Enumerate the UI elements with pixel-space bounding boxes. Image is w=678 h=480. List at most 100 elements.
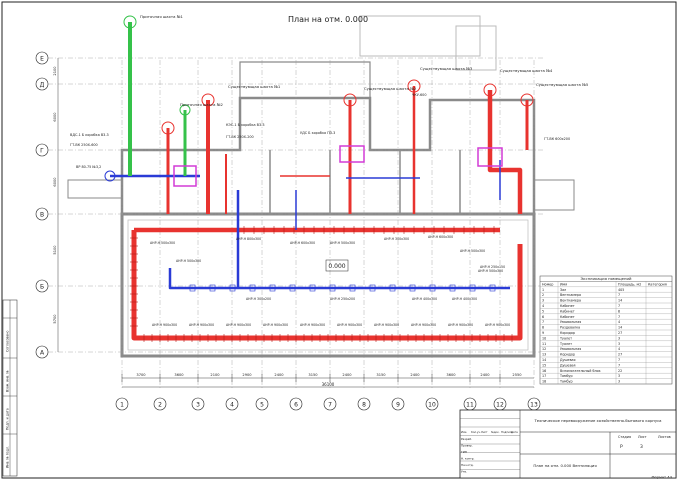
supply-diffuser (489, 284, 496, 292)
rooms-table-cell: 8 (542, 326, 544, 330)
side-stamp-label: Взам. инв. № (6, 370, 10, 392)
rooms-table-cell: 3 (618, 380, 620, 384)
rooms-table-cell: 18 (542, 380, 546, 384)
supply-diffuser (429, 284, 436, 292)
exhaust-shaft-head (161, 121, 175, 135)
rooms-table-cell: 12 (542, 347, 546, 351)
grid-label-column: 12 (496, 402, 504, 409)
title-block-role: ГИП (461, 450, 467, 454)
title-block-role: Нач.отд. (461, 463, 474, 467)
title-block-col-label: Дата (511, 430, 518, 434)
equipment-label: ГТ-ВК 250Х-200 (226, 135, 254, 139)
duct-size-label: АНР-Н 900х300 (263, 323, 288, 327)
exhaust-shaft-head (201, 93, 215, 107)
title-block-col-label: №док. (491, 431, 500, 434)
rooms-table-cell: Тамбур (559, 380, 573, 384)
rooms-table-cell: 14 (618, 299, 622, 303)
supply-diffuser (289, 284, 296, 292)
grid-label-column: 4 (230, 402, 234, 409)
grid-bubble-column (115, 397, 129, 411)
vertical-dimension-text: 6000 (53, 177, 57, 187)
supply-diffuser (349, 284, 356, 292)
stage-header: Лист (638, 435, 647, 439)
supply-diffuser (449, 284, 456, 292)
rooms-table-cell: Зал (560, 288, 566, 292)
rooms-table-header: Категория (648, 282, 667, 286)
duct-size-label: АНР-Н 500х300 (176, 259, 201, 263)
rooms-table-title: Экспликация помещений (581, 276, 632, 281)
grid-label-column: 1 (120, 402, 124, 409)
grid-bubble-column (153, 397, 167, 411)
duct-size-label: АНР-Н 500х300 (460, 249, 485, 253)
vertical-dimension-text: 2100 (53, 66, 57, 76)
grid-label-row: Г (40, 148, 44, 155)
plan-mark-box (325, 259, 349, 272)
rooms-table-cell: 3 (542, 299, 544, 303)
supply-diffuser (209, 284, 216, 292)
rooms-table-cell: 7 (618, 363, 620, 367)
shaft-label: Существующая шахта №3 (420, 66, 473, 71)
rooms-table-cell: 7 (618, 304, 620, 308)
duct-size-label: АНР-Н 800х300 (236, 237, 261, 241)
grid-bubble-column (289, 397, 303, 411)
rooms-table-cell: 6 (542, 315, 544, 319)
grid-label-column: 2 (158, 402, 162, 409)
dimension-text: 3600 (174, 373, 184, 377)
dimension-text: 2400 (274, 373, 284, 377)
title-block-role: Н. контр. (461, 457, 475, 461)
vertical-dimension-text: 5100 (53, 245, 57, 255)
vertical-dimension-text: 6000 (53, 112, 57, 122)
title-block-role: Разраб. (461, 437, 472, 441)
side-stamp-label: Подп. и дата (6, 408, 10, 430)
fresh-air-intake (179, 104, 191, 116)
rooms-table-header: Имя (560, 282, 567, 286)
title-block-col-label: Подпись (501, 430, 513, 434)
rooms-table-cell: 13 (542, 353, 546, 357)
shaft-label: Приточная шахта №2 (180, 102, 224, 107)
supply-diffuser (409, 284, 416, 292)
equipment-label: ГТ-ВК 250Х-600 (70, 143, 98, 147)
drawing-name: План на отм. 0.000 Вентиляция (533, 463, 596, 468)
rooms-table-cell: 15 (542, 363, 546, 367)
grid-bubble-row (35, 143, 49, 157)
side-stamp-label: Согласовано (6, 331, 10, 352)
grid-bubble-column (255, 397, 269, 411)
roof-outline (359, 15, 481, 57)
shaft-label: Существующая шахта №4 (500, 68, 553, 73)
dimension-text: 3150 (308, 373, 318, 377)
ahu-unit (477, 147, 503, 167)
shaft-label: Существующая шахта №2 (364, 86, 417, 91)
fresh-air-intake (123, 15, 137, 29)
vertical-dimension-text: 5700 (53, 314, 57, 324)
shaft-label: Существующая шахта №5 (536, 82, 589, 87)
grid-label-row: В (40, 212, 44, 219)
title-block-role: Утв. (461, 470, 467, 474)
equipment-label: КЭС-1 Б коробка В3-3 (226, 123, 265, 127)
duct-size-label: АНР-Н 900х300 (485, 323, 510, 327)
supply-diffuser (229, 284, 236, 292)
rooms-table-cell: Коридор (560, 331, 575, 335)
equipment-label: ЧКУ-600 (412, 93, 427, 97)
rooms-table-cell: 4 (618, 347, 620, 351)
rooms-table-cell: Кабинет (560, 315, 575, 319)
equipment-label: ГТ-ВК 600х200 (544, 137, 570, 141)
grid-bubble-column (225, 397, 239, 411)
dimension-text: 2400 (480, 373, 490, 377)
duct-size-label: АНР-Н 900х300 (189, 323, 214, 327)
ahu-unit (173, 165, 197, 187)
rooms-table-cell: Венткамера (560, 299, 581, 303)
rooms-table-cell: Вспомогательный блок (560, 369, 601, 373)
grid-bubble-column (191, 397, 205, 411)
rooms-table-cell: Умывальная (560, 347, 581, 351)
exhaust-riser (487, 90, 523, 214)
grid-bubble-row (35, 51, 49, 65)
duct-size-label: АНР-Н 900х300 (300, 323, 325, 327)
supply-diffuser (329, 284, 336, 292)
rooms-table-cell: 4 (542, 304, 544, 308)
duct-size-label: АНР-Н 500х300 (478, 269, 503, 273)
upper-annex-wall (239, 61, 371, 98)
title-block-role: Провер. (461, 444, 473, 448)
rooms-table-cell: 9 (542, 331, 544, 335)
